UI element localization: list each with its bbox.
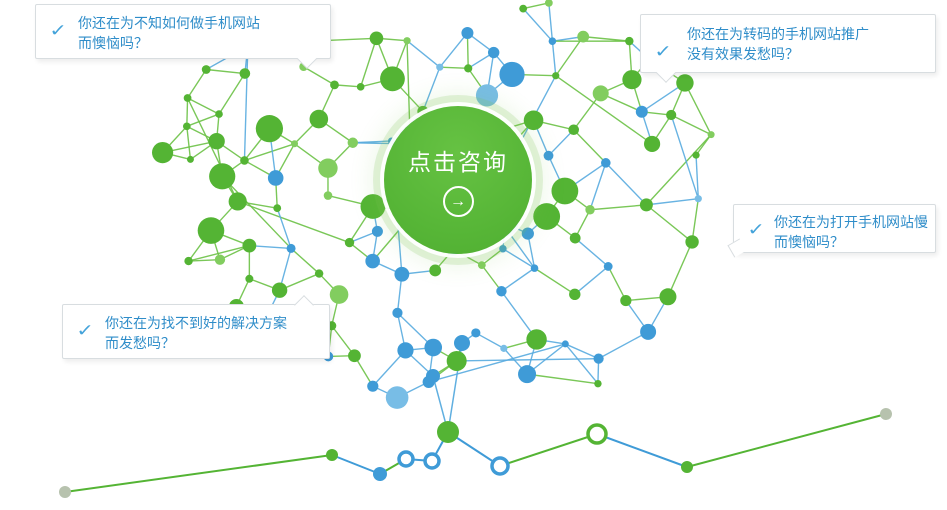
consult-button[interactable]: 点击咨询 → [384,106,532,254]
check-icon: ✓ [76,321,95,340]
callout-slow-site: ✓ 你还在为打开手机网站慢 而懊恼吗？ [727,204,936,258]
trend-line-chart [59,408,892,498]
arrow-right-icon: → [442,186,474,217]
callout-make-mobile-site: ✓ 你还在为不知如何做手机网站 而懊恼吗？ [35,4,331,69]
check-icon: ✓ [49,21,68,40]
check-icon: ✓ [654,42,673,61]
arrow-glyph: → [450,192,466,210]
callout-transcode-promo: ✓ 你还在为转码的手机网站推广 没有效果发愁吗？ [640,14,936,83]
callout-text-line1: 你还在为转码的手机网站推广 [687,26,869,42]
callout-no-solution: ✓ 你还在为找不到好的解决方案 而发愁吗？ [62,294,330,359]
callout-text-line2: 而懊恼吗？ [774,234,844,250]
callout-text-line2: 而发愁吗？ [105,335,175,351]
callout-text-line1: 你还在为不知如何做手机网站 [78,15,260,31]
callout-text-line2: 没有效果发愁吗？ [687,46,799,62]
check-icon: ✓ [747,220,766,239]
callout-text-line1: 你还在为打开手机网站慢 [774,214,928,230]
consult-button-label: 点击咨询 [408,149,508,175]
callout-text-line1: 你还在为找不到好的解决方案 [105,315,287,331]
callout-text-line2: 而懊恼吗？ [78,35,148,51]
